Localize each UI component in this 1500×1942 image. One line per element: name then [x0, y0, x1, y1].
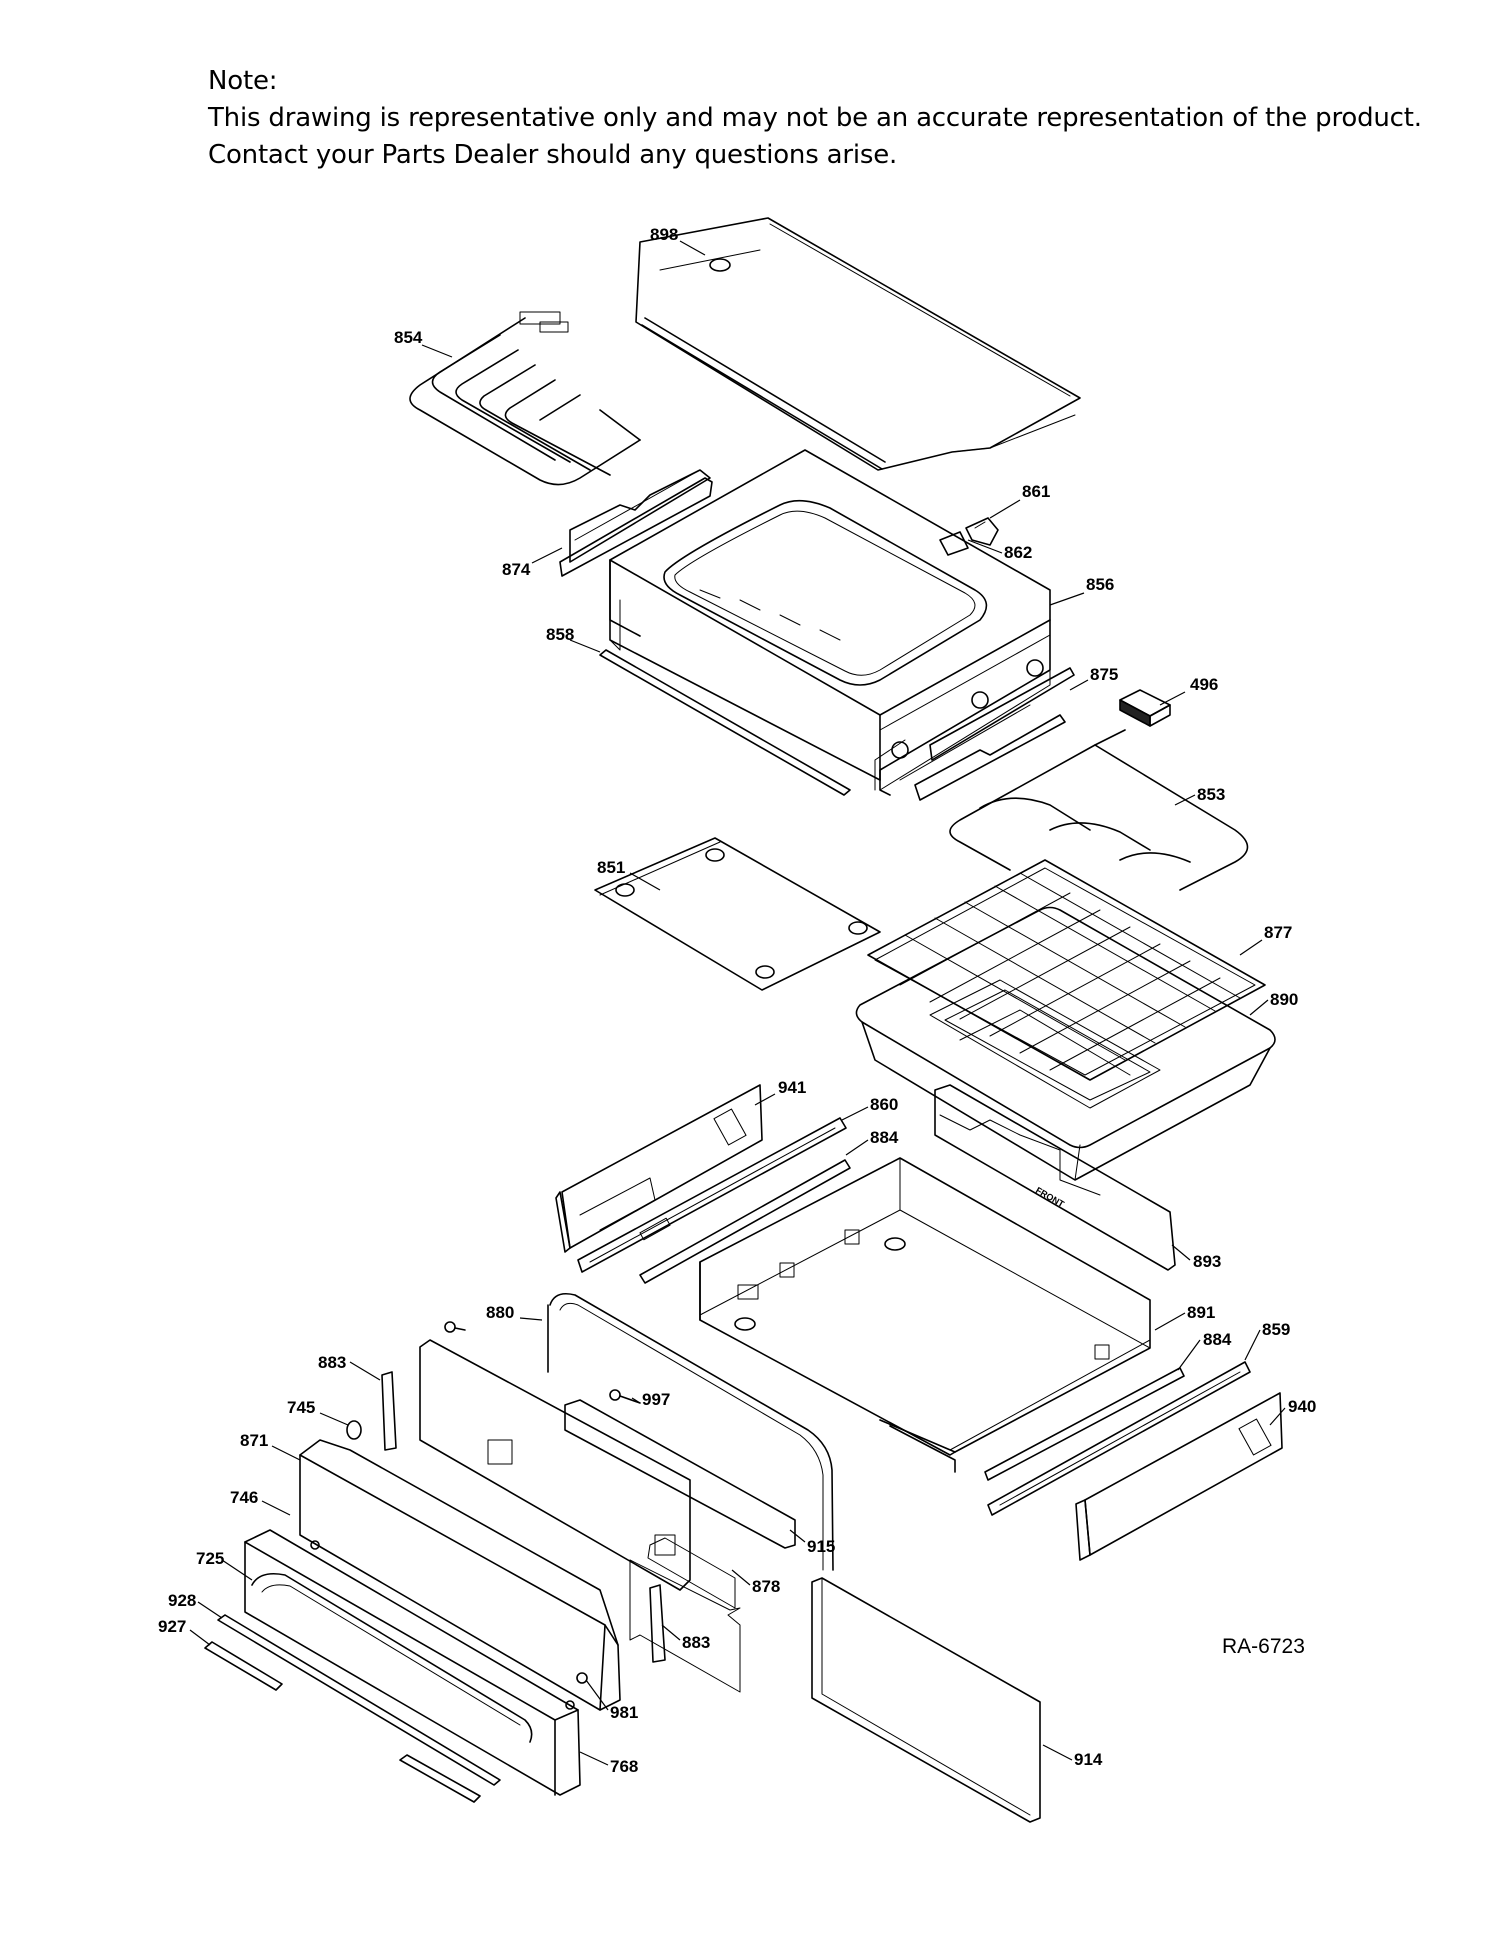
- part-981-clip: [576, 1672, 588, 1684]
- part-893-rear-panel: FRONT: [934, 1084, 1176, 1271]
- callout-856: 856: [1086, 575, 1114, 594]
- note-heading: Note:: [208, 66, 278, 96]
- callout-893: 893: [1193, 1252, 1221, 1271]
- note-line-2: Contact your Parts Dealer should any que…: [208, 140, 898, 170]
- part-878-drawer-front-panel: [629, 1534, 741, 1693]
- part-856-oven-cavity: [609, 449, 1051, 796]
- callout-890: 890: [1270, 990, 1298, 1009]
- part-745-bumper: [346, 1420, 362, 1440]
- callout-927: 927: [158, 1617, 186, 1636]
- callout-859: 859: [1262, 1320, 1290, 1339]
- part-853-bake-element: [949, 729, 1249, 891]
- callout-914: 914: [1074, 1750, 1103, 1769]
- callout-880: 880: [486, 1303, 514, 1322]
- callout-496: 496: [1190, 675, 1218, 694]
- leader-lines: [189, 240, 1286, 1766]
- screw-small: [444, 1321, 466, 1333]
- part-877-oven-rack: [867, 859, 1266, 1081]
- part-874-heat-shield: [559, 469, 713, 577]
- part-997-screw: [609, 1389, 641, 1404]
- callout-labels: 898 854 861 862 874 856 858 875 496 853 …: [158, 225, 1316, 1776]
- callout-891: 891: [1187, 1303, 1215, 1322]
- callout-898: 898: [650, 225, 678, 244]
- part-875-heat-shield: [914, 667, 1075, 801]
- part-914-panel: [811, 1577, 1041, 1823]
- callout-878: 878: [752, 1577, 780, 1596]
- part-898-top-panel: [635, 217, 1081, 471]
- part-883-trim-left: [381, 1371, 397, 1451]
- callout-725: 725: [196, 1549, 224, 1568]
- part-861-bracket: [965, 517, 999, 546]
- callout-877: 877: [1264, 923, 1292, 942]
- part-871-insulation: [299, 1439, 621, 1711]
- part-928-trim: [217, 1614, 501, 1786]
- callout-860: 860: [870, 1095, 898, 1114]
- part-940-side-panel: [1075, 1392, 1283, 1561]
- part-915-panel: [564, 1399, 796, 1549]
- callout-884-right: 884: [1203, 1330, 1232, 1349]
- part-768-drawer-front: [244, 1529, 581, 1796]
- part-941-side-panel: [555, 1084, 763, 1253]
- part-drawer-inner-panel: [419, 1339, 691, 1591]
- callout-851: 851: [597, 858, 625, 877]
- part-890-broiler-pan: [855, 906, 1276, 1181]
- part-883-trim-right: [649, 1584, 666, 1663]
- callout-915: 915: [807, 1537, 835, 1556]
- part-880-drawer-frame: [547, 1292, 834, 1571]
- callout-941: 941: [778, 1078, 806, 1097]
- part-858-trim-strip: [599, 649, 851, 796]
- callout-940: 940: [1288, 1397, 1316, 1416]
- part-927-bracket: [204, 1641, 481, 1803]
- part-860-drawer-slide: [577, 1117, 847, 1273]
- part-854-broil-element: [409, 311, 641, 486]
- part-496-terminal-block: [1119, 689, 1171, 727]
- front-label: FRONT: [1034, 1185, 1066, 1209]
- part-891-drawer-body: [699, 1157, 1151, 1473]
- callout-768: 768: [610, 1757, 638, 1776]
- callout-746: 746: [230, 1488, 258, 1507]
- callout-874: 874: [502, 560, 531, 579]
- callout-853: 853: [1197, 785, 1225, 804]
- callout-883-right: 883: [682, 1633, 710, 1652]
- callout-928: 928: [168, 1591, 196, 1610]
- callout-997: 997: [642, 1390, 670, 1409]
- callout-981: 981: [610, 1703, 638, 1722]
- part-859-drawer-slide: [987, 1361, 1251, 1516]
- callout-861: 861: [1022, 482, 1050, 501]
- callout-884: 884: [870, 1128, 899, 1147]
- callout-862: 862: [1004, 543, 1032, 562]
- part-725-handle: [251, 1572, 533, 1743]
- diagram-code: RA-6723: [1222, 1635, 1305, 1658]
- callout-871: 871: [240, 1431, 268, 1450]
- part-884-slide-rail-right: [984, 1367, 1185, 1481]
- part-884-slide-rail: [639, 1159, 851, 1284]
- note-line-1: This drawing is representative only and …: [208, 103, 1422, 133]
- callout-875: 875: [1090, 665, 1118, 684]
- callout-883: 883: [318, 1353, 346, 1372]
- callout-745: 745: [287, 1398, 315, 1417]
- callout-854: 854: [394, 328, 423, 347]
- callout-858: 858: [546, 625, 574, 644]
- part-851-oven-bottom: [594, 837, 881, 991]
